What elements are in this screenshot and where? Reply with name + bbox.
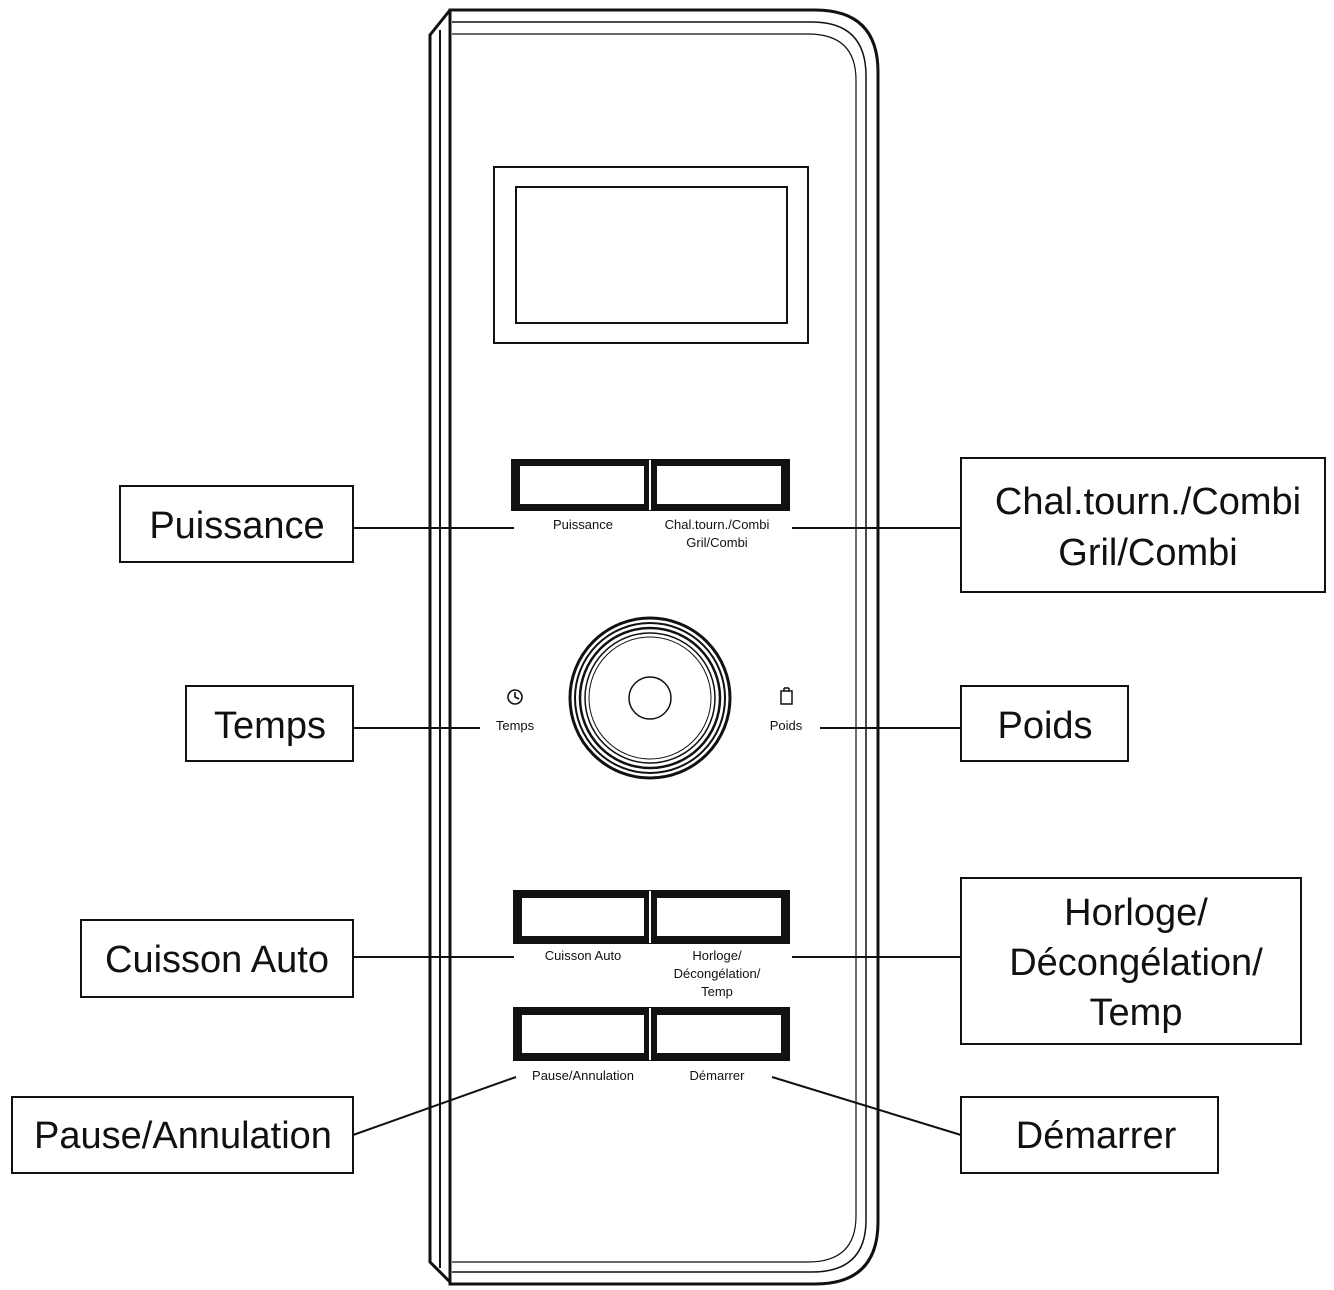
middle-button-group: [513, 890, 790, 944]
chal-combi-button-label-line2: Gril/Combi: [686, 535, 748, 550]
puissance-button[interactable]: [516, 463, 647, 507]
demarrer-button[interactable]: [653, 1011, 786, 1057]
dial-center: [628, 676, 672, 720]
cuisson-auto-button[interactable]: [517, 894, 647, 940]
poids-dial-label: Poids: [770, 718, 803, 733]
horloge-button-label-line3: Temp: [701, 984, 733, 999]
temps-dial-label: Temps: [496, 718, 535, 733]
callout-chal-combi-line2: Gril/Combi: [1058, 532, 1237, 574]
cuisson-auto-button-label: Cuisson Auto: [545, 948, 622, 963]
callout-poids: Poids: [997, 705, 1092, 747]
top-button-group: [511, 459, 790, 511]
horloge-button-label-line1: Horloge/: [692, 948, 742, 963]
chal-combi-button[interactable]: [653, 463, 785, 507]
horloge-button-label-line2: Décongélation/: [674, 966, 761, 981]
callout-chal-combi-line1: Chal.tourn./Combi: [995, 481, 1301, 523]
callout-pause: Pause/Annulation: [34, 1115, 332, 1157]
demarrer-button-label: Démarrer: [690, 1068, 746, 1083]
pause-button[interactable]: [517, 1011, 647, 1057]
callout-horloge-line2: Décongélation/: [1009, 942, 1263, 984]
callout-demarrer: Démarrer: [1016, 1115, 1177, 1157]
callout-cuisson-auto: Cuisson Auto: [105, 939, 329, 981]
weight-icon: [780, 687, 793, 705]
pause-button-label: Pause/Annulation: [532, 1068, 634, 1083]
callout-horloge-line3: Temp: [1090, 992, 1183, 1034]
clock-icon: [507, 689, 523, 705]
callout-horloge-line1: Horloge/: [1064, 892, 1208, 934]
puissance-button-label: Puissance: [553, 517, 613, 532]
chal-combi-button-label-line1: Chal.tourn./Combi: [665, 517, 770, 532]
leader-lines: [352, 527, 962, 1136]
callout-boxes: [11, 457, 1326, 1174]
horloge-button[interactable]: [653, 894, 786, 940]
control-dial[interactable]: [568, 616, 732, 780]
callout-puissance: Puissance: [149, 505, 324, 547]
callout-temps: Temps: [214, 705, 326, 747]
bottom-button-group: [513, 1007, 790, 1061]
panel-body: [428, 8, 880, 1286]
display-window: [493, 166, 809, 344]
